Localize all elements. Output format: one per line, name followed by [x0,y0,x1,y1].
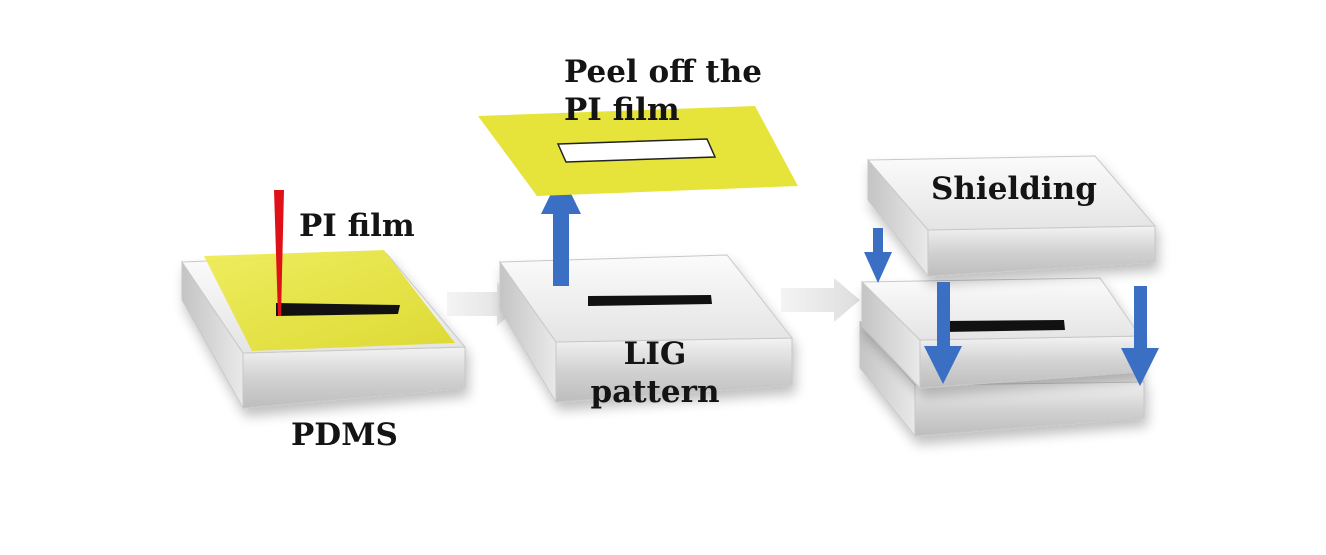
lig-pattern-2 [588,295,712,306]
pdms-label: PDMS [291,417,398,453]
pi-film-window [556,138,717,163]
down-arrow-left-icon [864,228,892,283]
shielding-block [866,155,1157,278]
peel-label-line2: PI film [564,92,680,128]
pi-film-layer [204,250,455,351]
lig-block [499,254,794,404]
peel-label-line1: Peel off the [564,54,762,90]
pi-film-label: PI film [299,208,415,244]
peel-arrow-icon [541,173,581,286]
down-arrow-middle-icon [924,282,962,384]
down-arrow-right-icon [1121,286,1159,386]
lig-pattern-3 [944,320,1065,332]
lig-label-line1: LIG [623,336,687,372]
process-arrow-2 [781,278,860,322]
lig-pattern-1 [276,303,400,316]
shielding-label: Shielding [931,171,1097,207]
lig-label-line2: pattern [590,374,720,410]
middle-stack-block [860,277,1141,390]
laser-beam-icon [274,190,284,316]
